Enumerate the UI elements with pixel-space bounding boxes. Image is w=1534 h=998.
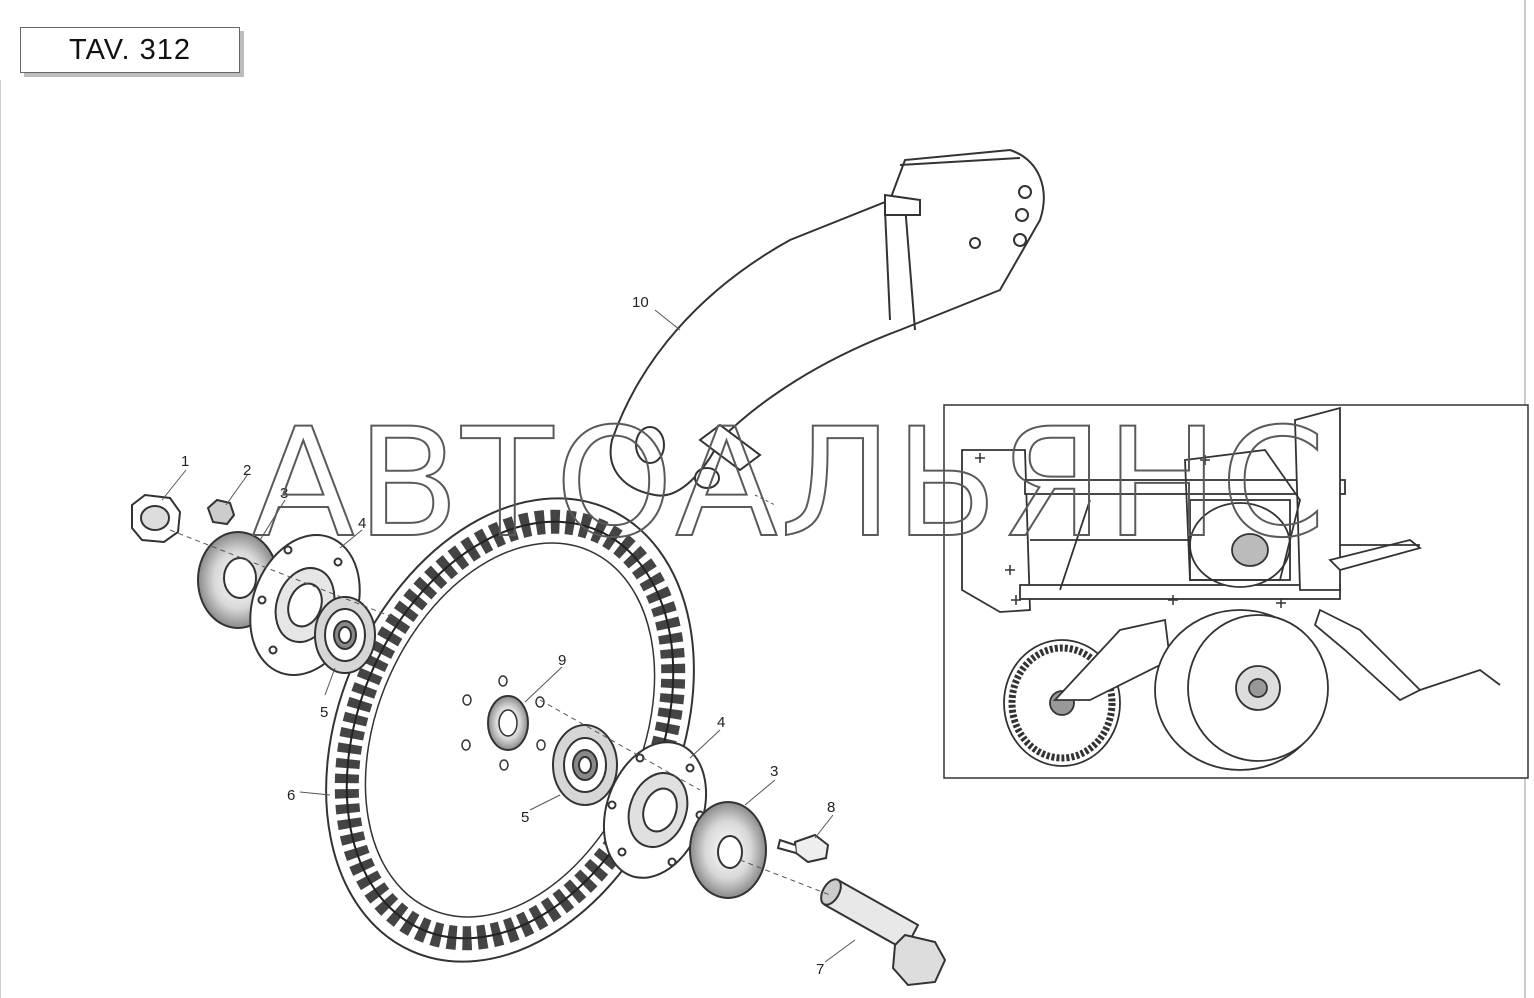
callout-2: 2 bbox=[243, 462, 251, 479]
table-number-box: TAV. 312 bbox=[20, 27, 240, 73]
hub-spacer-part-9 bbox=[487, 695, 529, 751]
nut-part-1 bbox=[131, 493, 182, 544]
callout-6: 6 bbox=[287, 787, 295, 804]
callout-10: 10 bbox=[632, 294, 649, 311]
callout-5-right: 5 bbox=[521, 809, 529, 826]
callout-5: 5 bbox=[320, 704, 328, 721]
callout-4: 4 bbox=[358, 515, 366, 532]
bearing-part-5-left bbox=[314, 596, 376, 674]
watermark-text: АВТОАЛЬЯНС bbox=[252, 397, 1327, 571]
assembly-overview-inset bbox=[943, 404, 1529, 779]
callout-1: 1 bbox=[181, 453, 189, 470]
callout-4-right: 4 bbox=[717, 714, 725, 731]
table-number-label: TAV. 312 bbox=[69, 33, 191, 66]
callout-numbers: 1 2 3 4 5 6 9 4 3 5 8 7 10 bbox=[181, 294, 835, 978]
callout-3-right: 3 bbox=[770, 763, 778, 780]
washer-part-3-right bbox=[689, 801, 767, 899]
arm-bracket-part-10 bbox=[609, 148, 1045, 497]
callout-9: 9 bbox=[558, 652, 566, 669]
flange-part-4-right bbox=[602, 741, 708, 879]
callout-3: 3 bbox=[280, 485, 288, 502]
callout-7: 7 bbox=[816, 961, 824, 978]
bearing-part-5-right bbox=[552, 724, 618, 806]
long-bolt-part-7 bbox=[820, 878, 947, 987]
small-bolt-part-8 bbox=[776, 833, 830, 864]
callout-leaders bbox=[161, 309, 856, 963]
callout-8: 8 bbox=[827, 799, 835, 816]
small-nut-part-2 bbox=[206, 498, 236, 526]
